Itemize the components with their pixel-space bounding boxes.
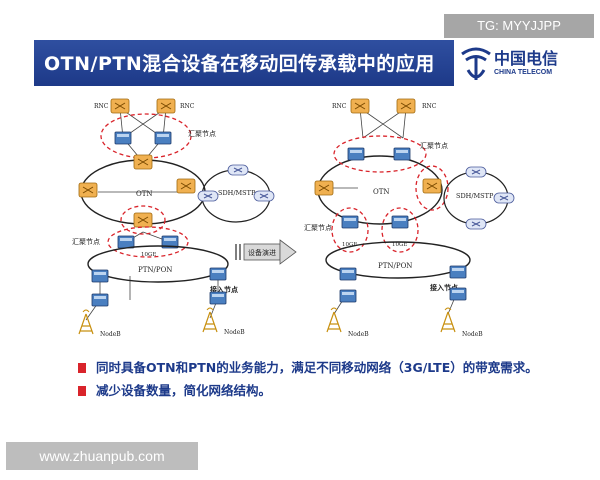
switch-icon [449,265,467,279]
rnc-label: RNC [180,103,195,110]
otn-highlight [120,205,166,235]
ptn-pon-label: PTN/PON [378,262,412,270]
bullet-item: 减少设备数量，简化网络结构。 [78,381,558,400]
base-station-tower-icon [202,307,218,333]
rnc-label: RNC [94,103,109,110]
otn-highlight [415,165,449,211]
switch-icon [209,291,227,305]
base-station-tower-icon [326,307,342,333]
switch-icon [91,269,109,283]
sdh-node-icon [253,190,275,202]
ptn-ring [87,245,229,283]
otn-node-icon [176,178,196,194]
bullet-text: 同时具备OTN和PTN的业务能力，满足不同移动网络（3G/LTE）的带宽需求。 [96,360,538,375]
switch-icon [393,147,411,161]
aggregation-highlight [100,113,192,159]
switch-icon [449,287,467,301]
switch-icon [391,215,409,229]
rnc-label: RNC [332,103,347,110]
switch-icon [339,289,357,303]
evolution-label: 设备演进 [248,248,276,257]
sdh-mstp-label: SDH/MSTP [456,192,494,200]
rnc-label: RNC [422,103,437,110]
otn-node-icon [133,154,153,170]
network-diagram: RNC RNC 汇聚节点 OTN SDH/MSTP 汇聚节点 10GE PTN/… [72,98,515,338]
aggregation-highlight [107,226,189,258]
sdh-node-icon [465,218,487,230]
ptn-ring [325,241,471,279]
switch-icon [341,215,359,229]
bullet-marker-icon [78,363,86,373]
aggregation-node-label: 汇聚节点 [420,142,448,150]
nodeb-label: NodeB [100,331,121,338]
left-network: RNC RNC 汇聚节点 OTN SDH/MSTP 汇聚节点 10GE PTN/… [72,98,275,338]
switch-icon [339,267,357,281]
otn-node-icon [314,180,334,196]
page-title: OTN/PTN混合设备在移动回传承载中的应用 [44,53,435,75]
sdh-node-icon [197,190,219,202]
10ge-label: 10GE [141,252,156,258]
sdh-node-icon [465,166,487,178]
logo-chinese-text: 中国电信 [494,49,559,68]
tg-badge: TG: MYYJJPP [444,14,594,38]
otn-label: OTN [136,190,153,198]
switch-icon [154,131,172,145]
aggregation-highlight [333,135,427,173]
bullet-item: 同时具备OTN和PTN的业务能力，满足不同移动网络（3G/LTE）的带宽需求。 [78,358,558,377]
switch-icon [347,147,365,161]
sdh-node-icon [493,192,515,204]
bullet-list: 同时具备OTN和PTN的业务能力，满足不同移动网络（3G/LTE）的带宽需求。 … [78,358,558,404]
telecom-logo-icon [461,47,491,80]
switch-icon [114,131,132,145]
site-watermark: www.zhuanpub.com [6,442,198,470]
ptn-pon-label: PTN/PON [138,266,172,274]
bullet-text: 减少设备数量，简化网络结构。 [96,383,272,398]
nodeb-label: NodeB [348,331,369,338]
nodeb-label: NodeB [462,331,483,338]
switch-icon [117,235,135,249]
logo-english-text: CHINA TELECOM [494,69,553,76]
otn-node-icon [78,182,98,198]
aggregation-node-label: 汇聚节点 [304,224,332,232]
otn-label: OTN [373,188,390,196]
rnc-router-icon [110,98,130,114]
aggregation-node-label: 汇聚节点 [72,238,100,246]
evolution-arrow: 设备演进 [235,239,297,265]
rnc-router-icon [156,98,176,114]
10ge-label: 10GE [392,242,407,248]
china-telecom-logo: 中国电信 CHINA TELECOM [454,40,564,86]
otn-node-icon [422,178,442,194]
right-network: RNC RNC 汇聚节点 OTN SDH/MSTP 汇聚节点 10GE 10GE… [304,98,515,338]
nodeb-label: NodeB [224,329,245,336]
switch-icon [91,293,109,307]
rnc-router-icon [350,98,370,114]
sdh-mstp-label: SDH/MSTP [218,189,256,197]
sdh-node-icon [227,164,249,176]
aggregation-highlight [381,207,419,253]
access-node-label: 接入节点 [210,285,238,294]
rnc-router-icon [396,98,416,114]
10ge-label: 10GE [342,242,357,248]
switch-icon [209,267,227,281]
base-station-tower-icon [440,307,456,333]
bullet-marker-icon [78,386,86,396]
access-node-label: 接入节点 [430,283,458,292]
aggregation-node-label: 汇聚节点 [188,130,216,138]
aggregation-highlight [331,207,369,253]
otn-node-icon [133,212,153,228]
title-bar: OTN/PTN混合设备在移动回传承载中的应用 中国电信 CHINA TELECO… [34,40,564,86]
